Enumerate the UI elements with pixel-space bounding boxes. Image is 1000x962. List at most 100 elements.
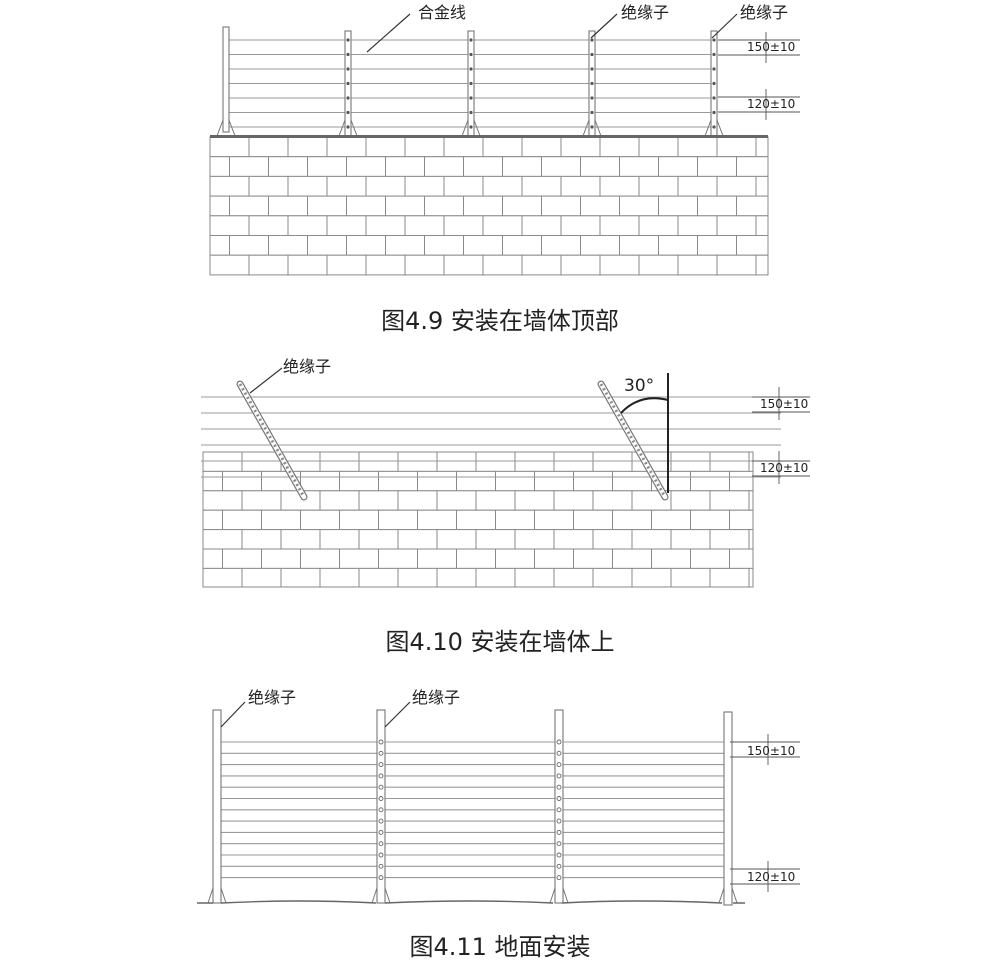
caption-figure-4-9: 图4.9 安装在墙体顶部 (381, 307, 619, 335)
brick (241, 529, 282, 550)
brick (690, 548, 730, 569)
brick (404, 136, 445, 158)
brick (599, 175, 640, 197)
brick (222, 470, 262, 492)
insulator (712, 96, 716, 100)
brick (229, 235, 269, 256)
brick (248, 215, 289, 237)
brick (456, 509, 496, 531)
brick (619, 235, 659, 256)
brick (651, 548, 691, 569)
angle-label: 30° (624, 376, 654, 396)
insulator (590, 52, 594, 57)
brick (534, 548, 574, 569)
brick (677, 215, 718, 237)
brick (736, 156, 769, 177)
insulator (346, 81, 350, 86)
brick (436, 567, 477, 588)
brick (202, 451, 243, 472)
brick (202, 548, 223, 569)
brick (729, 470, 754, 492)
brick (463, 156, 503, 177)
brick (534, 470, 574, 492)
brick (463, 195, 503, 217)
brick (638, 175, 679, 197)
brick (482, 254, 523, 276)
brick (580, 195, 620, 217)
brick (209, 195, 230, 217)
brick (358, 529, 399, 550)
alloy-wires (201, 396, 781, 478)
brick (612, 548, 652, 569)
brick (716, 175, 757, 197)
brick (670, 567, 711, 588)
brick (677, 136, 718, 158)
brick (209, 254, 250, 276)
insulator (378, 807, 384, 813)
brick (268, 235, 308, 256)
brick (638, 254, 679, 276)
brick (424, 195, 464, 217)
post-brace (216, 119, 236, 137)
fence-post (222, 26, 230, 133)
brick (358, 451, 399, 472)
brick (690, 509, 730, 531)
insulator (469, 38, 473, 42)
insulator (378, 739, 384, 745)
figure-4-11: 绝缘子 绝缘子 150±10 120±10 图4.11 地面安装 (197, 688, 800, 961)
insulator (346, 110, 350, 115)
brick (378, 548, 418, 569)
label-insulator-1: 绝缘子 (248, 688, 296, 707)
insulator (378, 750, 384, 756)
brick (697, 156, 737, 177)
brick (573, 509, 613, 531)
brick (385, 235, 425, 256)
brick (553, 490, 594, 511)
brick (495, 548, 535, 569)
insulator (378, 829, 384, 835)
brick (514, 490, 555, 511)
brick (417, 509, 457, 531)
insulator (712, 52, 716, 57)
brick (307, 235, 347, 256)
insulator (712, 67, 716, 71)
brick (619, 195, 659, 217)
fence-post (212, 709, 222, 904)
insulator-bracket-left (236, 380, 308, 501)
post-brace (461, 119, 481, 137)
brick (755, 254, 769, 276)
figure-4-9: 合金线 绝缘子 绝缘子 150±10 120±10 图4.9 安装在墙体顶部 (209, 3, 800, 335)
dimension-marks: 150±10 120±10 (718, 32, 800, 120)
brick (287, 254, 328, 276)
brick (300, 548, 340, 569)
brick (729, 548, 754, 569)
brick (521, 175, 562, 197)
brick (748, 529, 754, 550)
brick (592, 567, 633, 588)
insulator (590, 125, 594, 129)
brick (365, 215, 406, 237)
insulator (469, 52, 473, 57)
brick (482, 136, 523, 158)
insulator (378, 784, 384, 790)
insulator (556, 739, 562, 745)
insulator (590, 38, 594, 42)
brick (248, 254, 289, 276)
label-insulator-1: 绝缘子 (621, 3, 669, 22)
post-brace (718, 887, 738, 904)
brick (482, 175, 523, 197)
dim-150-fig3: 150±10 (747, 744, 795, 758)
brick (716, 136, 757, 158)
insulator (590, 67, 594, 71)
brick (209, 136, 250, 158)
insulator (712, 125, 716, 129)
brick (222, 509, 262, 531)
insulator (556, 796, 562, 801)
brick (248, 136, 289, 158)
brick (709, 451, 750, 472)
insulator (556, 829, 562, 835)
brick (475, 490, 516, 511)
brick (261, 548, 301, 569)
brick (736, 195, 769, 217)
insulator (378, 863, 384, 869)
